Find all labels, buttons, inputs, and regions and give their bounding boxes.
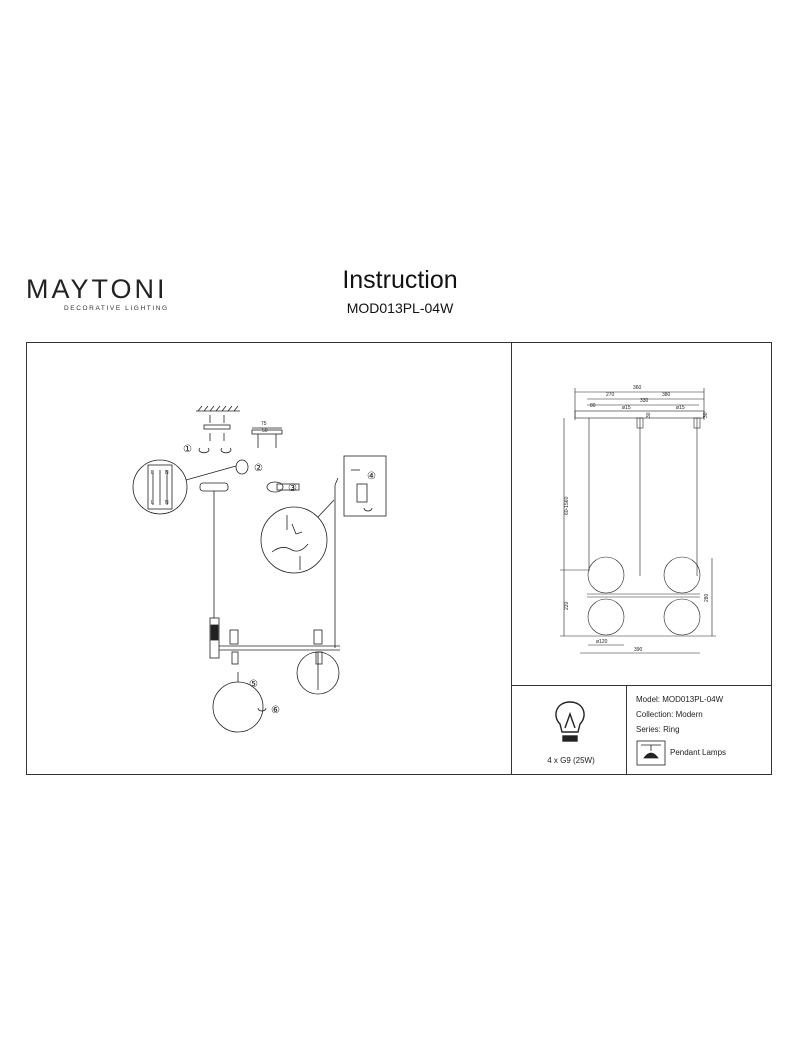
drawing-globe <box>587 556 625 594</box>
mounting-bracket <box>203 424 231 430</box>
wire-label: N <box>165 500 169 506</box>
bracket-detail <box>251 429 283 435</box>
spec-model: Model: MOD013PL-04W <box>636 695 724 704</box>
wire-label: L <box>151 500 154 506</box>
leader-line <box>185 465 237 481</box>
lamp-socket <box>229 629 239 645</box>
wire-label: N <box>165 470 169 476</box>
brand-logo: MAYTONI DECORATIVE LIGHTING <box>26 275 176 312</box>
dim-label: 75 <box>261 421 267 427</box>
hand-detail-circle <box>260 506 328 574</box>
frame-divider-vertical <box>511 342 512 775</box>
step-number: ⑥ <box>271 705 280 716</box>
wiring-detail-circle <box>132 459 188 515</box>
spec-collection: Collection: Modern <box>636 710 703 719</box>
step-number: ③ <box>288 483 297 494</box>
model-number: MOD013PL-04W <box>346 300 454 316</box>
drawing-dim: 270 <box>606 392 615 398</box>
spec-type: Pendant Lamps <box>670 748 727 757</box>
drawing-dim: ø120 <box>596 639 608 645</box>
drawing-dim: 30 <box>646 412 652 418</box>
drawing-dim: 390 <box>634 647 643 653</box>
ceiling-canopy <box>574 410 705 419</box>
connector-part <box>235 459 249 475</box>
drawing-dim: ø15 <box>622 405 631 411</box>
drawing-dim: ø15 <box>676 405 685 411</box>
drawing-dim: 60-1560 <box>564 496 570 515</box>
pendant-lamp-icon <box>636 740 666 766</box>
drawing-dim: 360 <box>633 385 642 391</box>
spec-divider <box>626 685 627 775</box>
spec-series: Series: Ring <box>636 725 680 734</box>
wire-label: L <box>151 470 154 476</box>
cable-gland <box>276 483 300 491</box>
step-number: ⑤ <box>249 679 258 690</box>
step-number: ① <box>183 444 192 455</box>
drawing-dim: 280 <box>704 593 710 602</box>
lamp-spec: 4 x G9 (25W) <box>547 756 595 765</box>
pendant-body <box>209 617 220 659</box>
frame-divider-horizontal <box>511 685 772 686</box>
drawing-dim: 30 <box>703 412 709 418</box>
ceiling-hatch <box>197 405 239 412</box>
instruction-frame <box>26 342 772 775</box>
drawing-dim: 80 <box>590 403 596 409</box>
drawing-dim: 330 <box>640 398 649 404</box>
dim-label: 50 <box>262 428 268 434</box>
step-number: ④ <box>367 471 376 482</box>
screw-rotate-icon <box>198 447 210 454</box>
step-number: ② <box>254 463 263 474</box>
step4-panel <box>343 455 387 517</box>
drawing-dim: 380 <box>662 392 671 398</box>
drawing-dim: 220 <box>564 601 570 610</box>
page-title: Instruction <box>342 266 458 294</box>
brand-name: MAYTONI <box>26 274 168 304</box>
brand-tagline: DECORATIVE LIGHTING <box>64 305 169 312</box>
lamp-bulb-icon <box>555 701 585 742</box>
